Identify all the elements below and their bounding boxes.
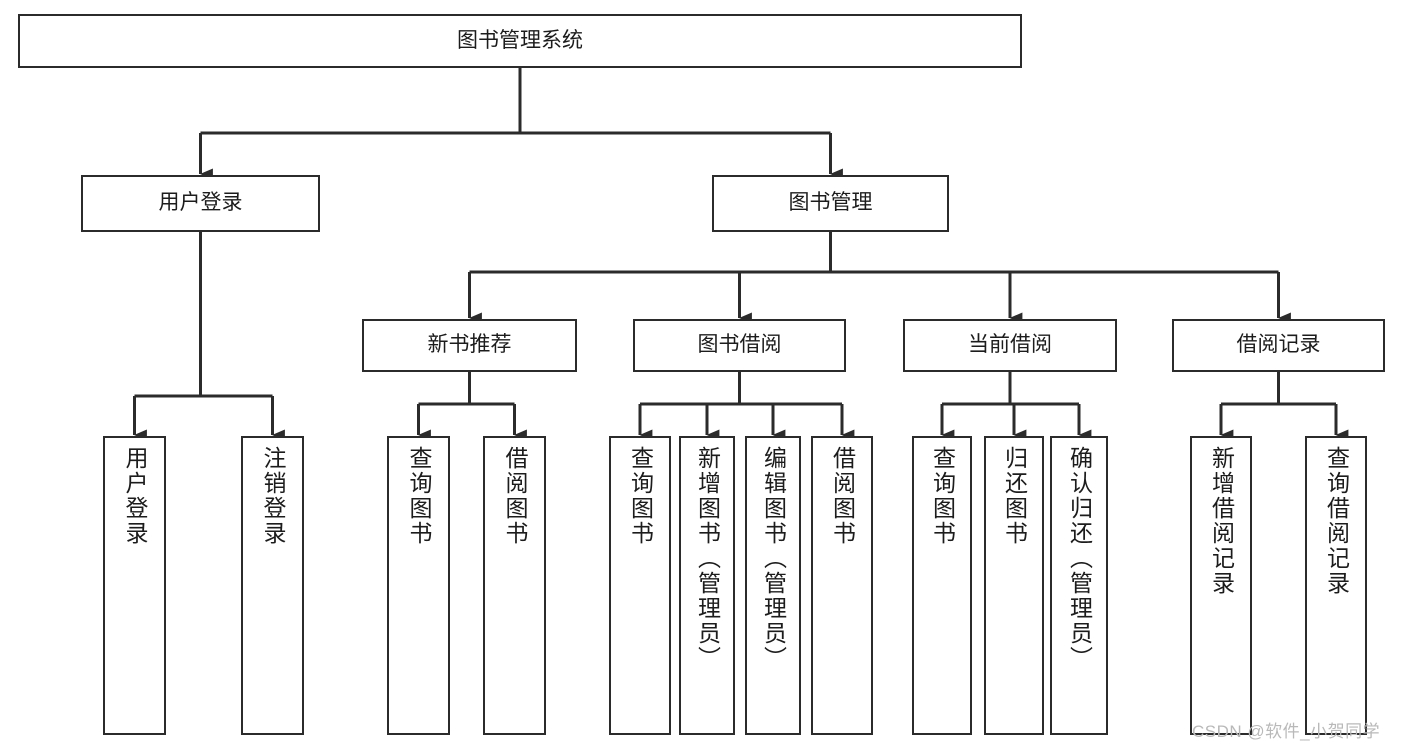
node-label-leaf-query-book-2: 查询图书 (627, 446, 654, 546)
node-label-leaf-add-record: 新增借阅记录 (1208, 446, 1235, 596)
node-label-leaf-logout: 注销登录 (260, 446, 286, 546)
node-label-leaf-return-book: 归还图书 (1001, 446, 1028, 546)
node-label-leaf-borrow-book-2: 借阅图书 (829, 446, 856, 546)
node-label-book-borrow: 图书借阅 (697, 333, 782, 357)
node-label-leaf-add-book: 新增图书（管理员） (694, 446, 721, 671)
node-leaf-add-book[interactable]: 新增图书（管理员） (679, 436, 735, 735)
node-label-leaf-query-book-1: 查询图书 (406, 446, 432, 546)
node-label-current-borrow: 当前借阅 (968, 333, 1052, 357)
node-leaf-confirm-return[interactable]: 确认归还（管理员） (1050, 436, 1108, 735)
node-label-leaf-confirm-return: 确认归还（管理员） (1066, 446, 1093, 671)
node-leaf-query-book-2[interactable]: 查询图书 (609, 436, 671, 735)
node-label-leaf-query-book-3: 查询图书 (929, 446, 956, 546)
node-new-book-rec[interactable]: 新书推荐 (362, 319, 577, 372)
node-current-borrow[interactable]: 当前借阅 (903, 319, 1117, 372)
node-leaf-logout[interactable]: 注销登录 (241, 436, 304, 735)
node-label-book-manage: 图书管理 (788, 191, 873, 215)
node-root[interactable]: 图书管理系统 (18, 14, 1022, 68)
node-leaf-edit-book[interactable]: 编辑图书（管理员） (745, 436, 801, 735)
node-leaf-add-record[interactable]: 新增借阅记录 (1190, 436, 1252, 735)
node-leaf-return-book[interactable]: 归还图书 (984, 436, 1044, 735)
watermark-label: CSDN @软件_小贺同学 (1192, 722, 1381, 741)
node-label-leaf-query-record: 查询借阅记录 (1323, 446, 1350, 596)
node-label-leaf-user-login: 用户登录 (122, 446, 148, 546)
node-label-root: 图书管理系统 (457, 28, 583, 52)
node-leaf-borrow-book-2[interactable]: 借阅图书 (811, 436, 873, 735)
node-label-leaf-borrow-book-1: 借阅图书 (502, 446, 528, 546)
node-leaf-query-record[interactable]: 查询借阅记录 (1305, 436, 1367, 735)
node-label-user-login: 用户登录 (158, 191, 243, 215)
node-label-borrow-record: 借阅记录 (1236, 333, 1321, 357)
node-leaf-user-login[interactable]: 用户登录 (103, 436, 166, 735)
node-leaf-query-book-1[interactable]: 查询图书 (387, 436, 450, 735)
node-book-borrow[interactable]: 图书借阅 (633, 319, 846, 372)
node-book-manage[interactable]: 图书管理 (712, 175, 949, 232)
node-leaf-query-book-3[interactable]: 查询图书 (912, 436, 972, 735)
node-leaf-borrow-book-1[interactable]: 借阅图书 (483, 436, 546, 735)
node-user-login[interactable]: 用户登录 (81, 175, 320, 232)
node-label-new-book-rec: 新书推荐 (427, 333, 512, 357)
node-borrow-record[interactable]: 借阅记录 (1172, 319, 1385, 372)
node-label-leaf-edit-book: 编辑图书（管理员） (760, 446, 787, 671)
